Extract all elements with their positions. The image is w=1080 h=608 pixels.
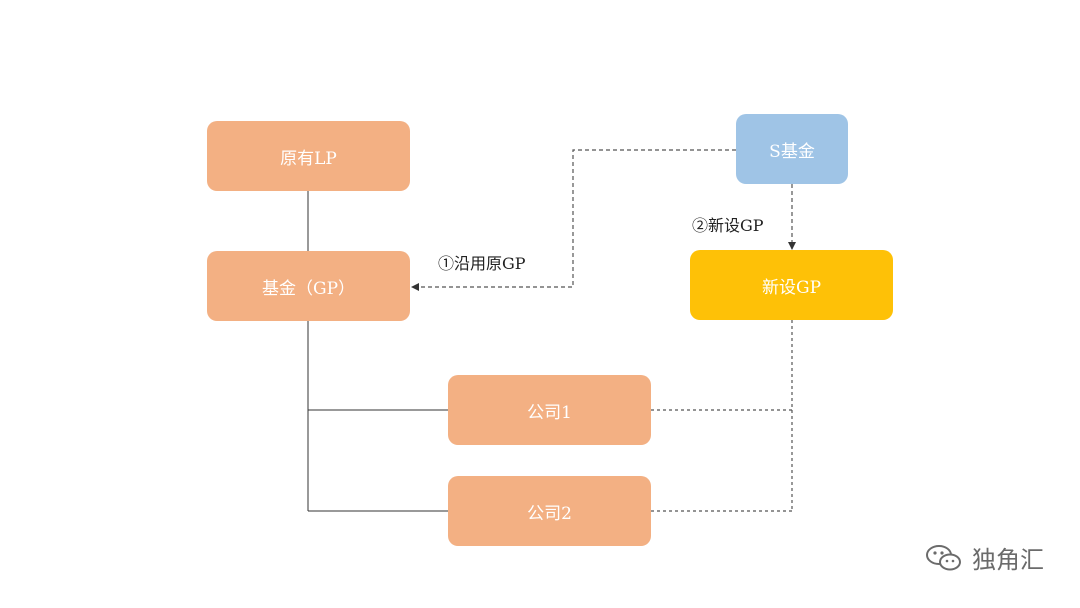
dashed-sfund-to-fund (411, 149, 736, 291)
node-fund-gp-label: 基金（GP） (261, 278, 356, 299)
edge-label-new-gp: ②新设GP (692, 216, 764, 235)
edge-label-keep-gp: ①沿用原GP (438, 254, 526, 273)
node-original-lp: 原有LP (207, 121, 410, 191)
node-fund-gp: 基金（GP） (207, 251, 410, 321)
watermark-text: 独角汇 (972, 546, 1044, 574)
node-company-1-label: 公司1 (527, 402, 572, 423)
node-new-gp: 新设GP (690, 250, 893, 320)
node-company-1: 公司1 (448, 375, 651, 445)
node-s-fund: S基金 (736, 114, 848, 184)
node-company-2: 公司2 (448, 476, 651, 546)
node-new-gp-label: 新设GP (761, 277, 822, 298)
watermark: 独角汇 (924, 540, 1044, 575)
wechat-icon (924, 543, 964, 573)
node-original-lp-label: 原有LP (280, 148, 337, 169)
node-company-2-label: 公司2 (527, 503, 572, 524)
node-s-fund-label: S基金 (769, 141, 815, 162)
